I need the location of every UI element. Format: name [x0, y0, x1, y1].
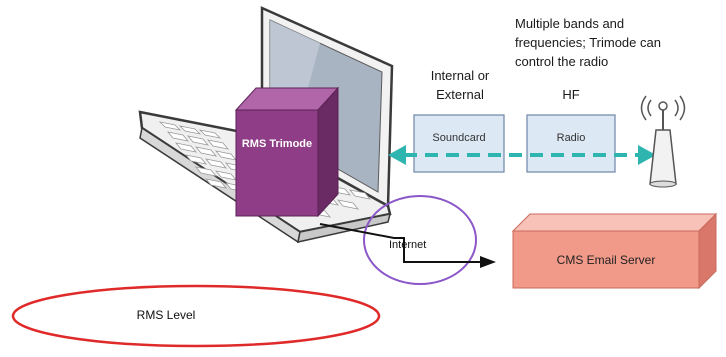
soundcard-box: Soundcard — [413, 114, 505, 173]
internet-circle — [363, 195, 477, 285]
cms-email-server: CMS Email Server — [511, 212, 718, 290]
radio-link-arrow — [388, 145, 656, 165]
internal-external-line2: External — [436, 87, 484, 102]
internet-arrowhead — [480, 256, 496, 268]
bands-note-line2: frequencies; Trimode can — [515, 35, 661, 50]
bands-note-line3: control the radio — [515, 54, 608, 69]
soundcard-label: Soundcard — [432, 132, 485, 144]
rms-level-label: RMS Level — [137, 308, 196, 322]
bands-note-line1: Multiple bands and — [515, 16, 624, 31]
antenna-icon — [640, 95, 686, 188]
trimode-label: RMS Trimode — [242, 138, 312, 150]
cms-label: CMS Email Server — [557, 253, 656, 267]
arrowhead-left — [388, 145, 406, 165]
internal-external-line1: Internal or — [431, 68, 490, 83]
hf-label: HF — [562, 87, 579, 102]
radio-label: Radio — [557, 132, 586, 144]
cube-front — [235, 109, 319, 217]
radio-box: Radio — [526, 114, 616, 173]
cms-front — [512, 230, 700, 289]
cms-top — [511, 213, 718, 232]
rms-trimode-cube: RMS Trimode — [234, 86, 340, 218]
rms-level-ellipse — [11, 284, 381, 348]
internet-connector — [319, 223, 482, 263]
cube-side — [317, 86, 339, 218]
internet-label: Internet — [389, 239, 426, 251]
arrowhead-right — [638, 145, 656, 165]
